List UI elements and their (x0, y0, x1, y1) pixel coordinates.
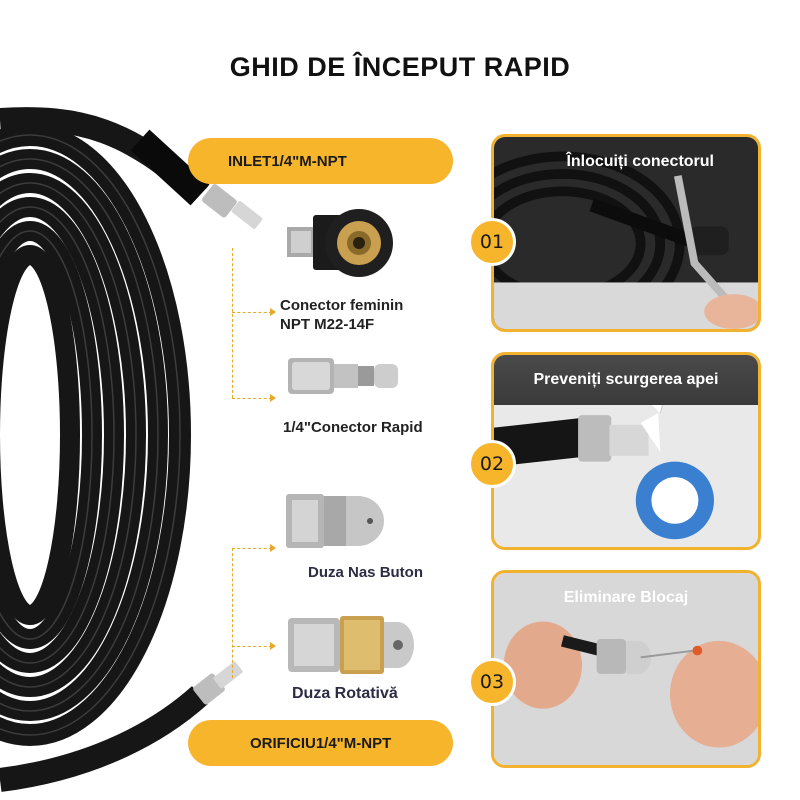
arrow-icon (270, 308, 276, 316)
inlet-label-pill: INLET1/4"M-NPT (188, 138, 453, 184)
step-card-prevent-leak: Preveniți scurgerea apei (491, 352, 761, 550)
replace-connector-photo (494, 137, 758, 329)
step-card-replace-connector: Înlocuiți conectorul (491, 134, 761, 332)
arrow-icon (270, 642, 276, 650)
step-title-1: Înlocuiți conectorul (566, 153, 714, 170)
quick-connector-image (288, 358, 398, 394)
connector-line (232, 646, 272, 647)
button-nozzle-image (286, 494, 384, 548)
rotary-nozzle-image (288, 616, 414, 674)
rotary-nozzle-label: Duza Rotativă (292, 685, 398, 702)
female-connector-line1: Conector feminin (280, 297, 404, 314)
step-number-badge: 03 (468, 658, 516, 706)
outlet-label-pill: ORIFICIU1/4"M-NPT (188, 720, 453, 766)
page-title: GHID DE ÎNCEPUT RAPID (229, 52, 571, 82)
clear-blockage-photo (494, 573, 758, 765)
female-connector-label: Conector feminin NPT M22-14F (280, 296, 403, 334)
connector-line (232, 548, 272, 549)
step-card-clear-blockage: Eliminare Blocaj (491, 570, 761, 768)
step-title-2: Preveniți scurgerea apei (494, 355, 758, 405)
female-connector-image (287, 209, 393, 277)
female-connector-line2: NPT M22-14F (280, 316, 375, 333)
step-number-badge: 01 (468, 218, 516, 266)
connector-line (232, 398, 272, 399)
step-title-3: Eliminare Blocaj (563, 589, 689, 606)
connector-line (232, 312, 272, 313)
arrow-icon (270, 544, 276, 552)
connector-line (232, 248, 233, 398)
button-nozzle-label: Duza Nas Buton (308, 564, 424, 581)
quick-connector-label: 1/4"Conector Rapid (283, 419, 423, 436)
connector-line (232, 548, 233, 678)
hose-coil-image (0, 107, 263, 792)
arrow-icon (270, 394, 276, 402)
step-number-badge: 02 (468, 440, 516, 488)
